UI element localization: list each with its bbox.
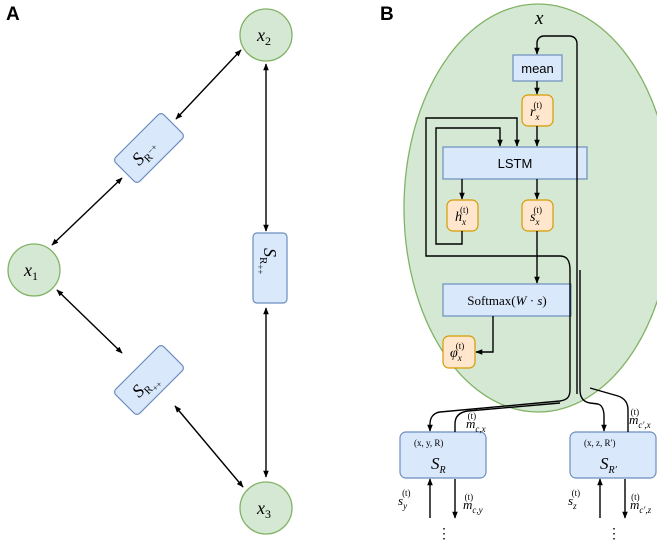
h-x-box: hx(t) <box>446 199 479 232</box>
arrow-s-loop <box>425 117 538 257</box>
label-s-y: sy(t) <box>398 488 411 511</box>
label-m-cp-z: mc′,z(t) <box>630 492 652 515</box>
arrow-h-loop <box>435 127 503 245</box>
svg-text:mc′,z(t): mc′,z(t) <box>630 492 652 515</box>
svg-text:Softmax(W · s): Softmax(W · s) <box>467 293 546 308</box>
svg-text:(x, z, R′): (x, z, R′) <box>584 438 615 448</box>
softmax-box: Softmax(W · s) <box>442 283 572 317</box>
panel-label-b: B <box>380 4 394 25</box>
arrow-s-to-sr <box>427 255 571 432</box>
svg-text:SR: SR <box>431 454 446 476</box>
lstm-box: LSTM <box>442 146 588 180</box>
s-x-box: sx(t) <box>521 199 554 232</box>
node-x2: x2 <box>239 8 293 62</box>
phi-x-box: φx(t) <box>442 335 476 369</box>
svg-text:x3: x3 <box>256 498 271 521</box>
arrow-softmax-phi <box>475 316 494 355</box>
dots-right: ⋮ <box>607 527 621 541</box>
svg-text:SR′: SR′ <box>600 454 618 476</box>
node-x1: x1 <box>7 243 61 297</box>
svg-text:hx(t): hx(t) <box>455 205 469 227</box>
label-m-c-y: mc,y(t) <box>463 492 483 515</box>
svg-text:(x, y, R): (x, y, R) <box>414 438 443 448</box>
edge-box-top-left: SR−+ <box>113 112 185 184</box>
dots-left: ⋮ <box>437 527 451 541</box>
svg-text:mc,x(t): mc,x(t) <box>466 411 486 434</box>
label-m-cp-x: mc′,x(t) <box>629 407 651 430</box>
svg-text:φx(t): φx(t) <box>450 341 464 363</box>
svg-text:SR++: SR++ <box>255 248 280 275</box>
panel-label-a: A <box>6 4 20 25</box>
label-s-z: sz(t) <box>568 488 580 511</box>
edge-box-bottom-left: SR++ <box>113 344 185 416</box>
label-m-c-x: mc,x(t) <box>466 411 486 434</box>
svg-text:sy(t): sy(t) <box>398 488 411 511</box>
node-x3: x3 <box>239 481 293 535</box>
edge-x2-sr-minus-plus <box>175 49 242 120</box>
mean-box: mean <box>512 54 563 82</box>
svg-text:rx(t): rx(t) <box>530 100 542 122</box>
svg-text:sx(t): sx(t) <box>530 205 542 227</box>
edge-box-right: SR++ <box>252 232 288 304</box>
arrow-incoming-mean <box>534 35 578 394</box>
edge-x1-sr-bottom <box>56 289 123 354</box>
srp-box: (x, z, R′) SR′ <box>569 431 657 479</box>
sr-box: (x, y, R) SR <box>399 431 487 479</box>
svg-text:mc′,x(t): mc′,x(t) <box>629 407 651 430</box>
line-mcx-up <box>454 402 561 432</box>
svg-text:LSTM: LSTM <box>498 156 533 171</box>
edge-sr-bottom-x3 <box>174 405 244 488</box>
arrow-s-to-srp <box>579 270 607 432</box>
svg-text:x2: x2 <box>256 25 271 48</box>
svg-text:mc,y(t): mc,y(t) <box>463 492 483 515</box>
edge-sr-minus-plus-x1 <box>51 177 123 246</box>
svg-text:x1: x1 <box>23 260 38 283</box>
line-mcpx-up <box>589 387 629 432</box>
svg-text:sz(t): sz(t) <box>568 488 580 511</box>
svg-text:mean: mean <box>521 61 554 76</box>
r-x-box: rx(t) <box>521 94 554 127</box>
node-x-ellipse-label: x <box>534 8 544 29</box>
